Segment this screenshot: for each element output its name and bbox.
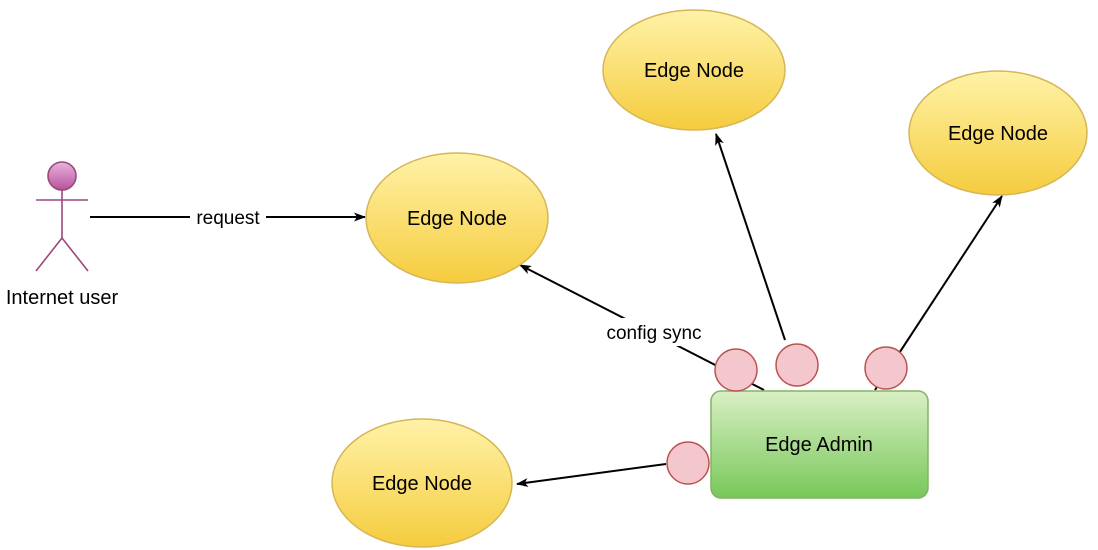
edge-node-top-right-label: Edge Node — [948, 123, 1048, 145]
edge-node-top[interactable]: Edge Node — [602, 9, 786, 131]
admin-to-top-node-arrow — [715, 133, 786, 341]
request-label: request — [196, 208, 260, 229]
config-sync-label-backdrop — [596, 318, 712, 346]
actor-right-leg — [61, 237, 89, 272]
admin-port-top-right-node[interactable] — [864, 346, 908, 390]
actor-head — [47, 161, 77, 191]
actor-left-leg — [35, 237, 63, 272]
edge-node-top-label: Edge Node — [644, 60, 744, 82]
edge-node-bottom-label: Edge Node — [372, 473, 472, 495]
internet-user-actor — [35, 161, 89, 272]
edge-node-top-right[interactable]: Edge Node — [908, 70, 1088, 196]
edge-node-middle[interactable]: Edge Node — [365, 152, 549, 284]
admin-port-top-node[interactable] — [775, 343, 819, 387]
admin-port-config-sync[interactable] — [714, 348, 758, 392]
internet-user-label: Internet user — [6, 287, 119, 309]
edge-node-middle-label: Edge Node — [407, 208, 507, 230]
edge-admin-box[interactable]: Edge Admin — [710, 390, 929, 499]
admin-to-bottom-node-arrow — [516, 463, 667, 487]
admin-port-bottom-node[interactable] — [666, 441, 710, 485]
config-sync-label: config sync — [606, 323, 701, 344]
request-label-backdrop — [190, 203, 266, 229]
edge-node-bottom[interactable]: Edge Node — [331, 418, 513, 548]
edge-admin-label: Edge Admin — [765, 434, 873, 456]
